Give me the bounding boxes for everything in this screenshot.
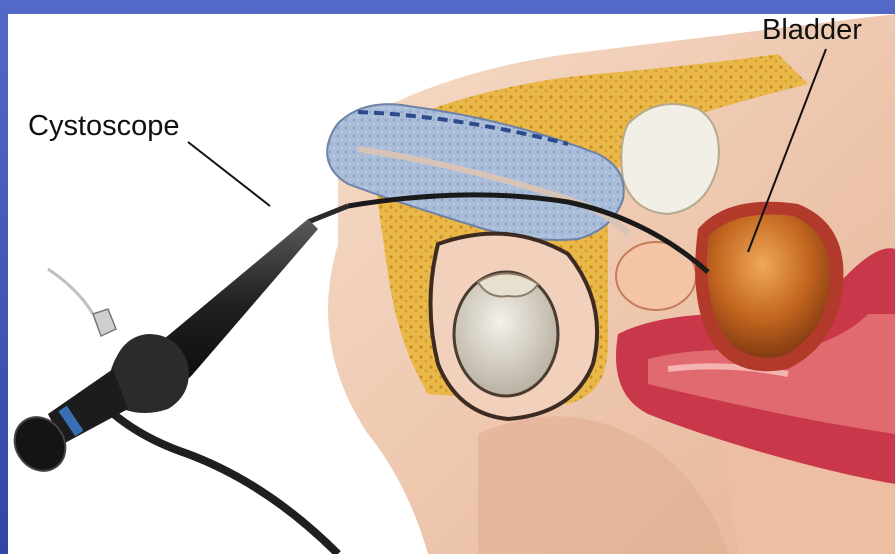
bladder-label: Bladder (762, 16, 862, 45)
cystoscope-leader (188, 142, 270, 206)
anatomy-illustration (8, 14, 895, 554)
illustration-canvas: Cystoscope Bladder (8, 14, 895, 554)
scope-valve (93, 309, 116, 336)
scope-cable (93, 394, 338, 554)
cystoscope-label: Cystoscope (28, 112, 180, 141)
scope-light-cable (48, 269, 93, 314)
